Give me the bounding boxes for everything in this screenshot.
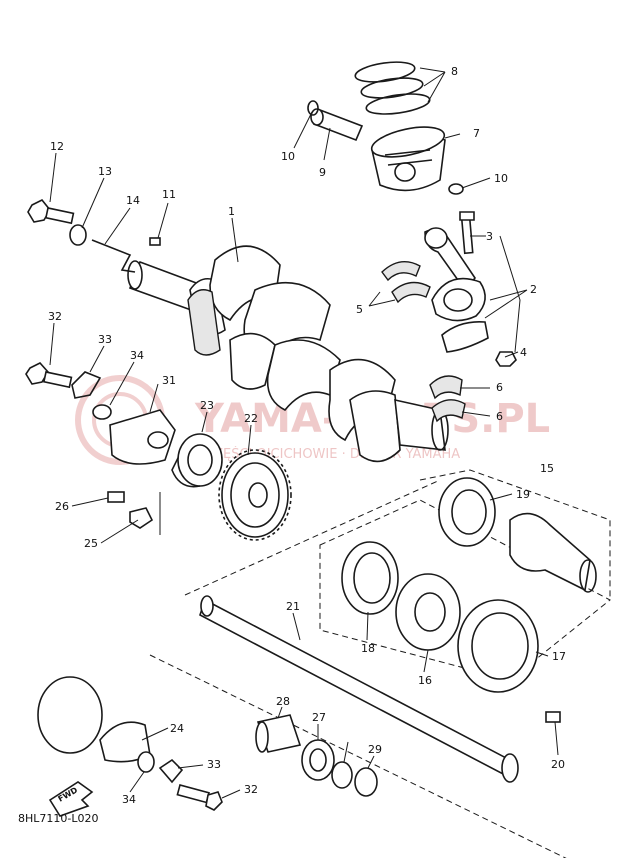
needle-bearing-27 <box>301 739 335 781</box>
assembly-15-outline <box>319 499 611 681</box>
callout-25: 25 <box>84 537 98 550</box>
callouts: 1 2 3 4 5 6 6 7 8 9 10 10 11 12 13 14 15… <box>48 65 566 806</box>
callout-20: 20 <box>551 758 565 771</box>
assembly-15-outline-upper <box>419 469 611 600</box>
callout-2: 2 <box>530 283 537 296</box>
callout-11: 11 <box>162 188 176 201</box>
callout-24: 24 <box>170 722 184 735</box>
callout-15: 15 <box>540 462 554 475</box>
washer-29 <box>354 767 378 797</box>
conrod-bolts <box>459 211 475 255</box>
callout-32-upper: 32 <box>48 310 62 323</box>
main-bearings <box>429 375 466 423</box>
callout-33-upper: 33 <box>98 333 112 346</box>
callout-6-lower: 6 <box>496 410 503 423</box>
crank-timing-gear <box>187 289 221 356</box>
callout-19: 19 <box>516 488 530 501</box>
stopper-bolt <box>107 491 125 503</box>
callout-16: 16 <box>418 674 432 687</box>
bearing-housing <box>457 599 539 693</box>
callout-5: 5 <box>356 303 363 316</box>
piston-pin-clip-left <box>307 100 319 116</box>
piston <box>370 126 446 192</box>
callout-32-lower: 32 <box>244 783 258 796</box>
callout-1: 1 <box>228 205 235 218</box>
callout-8: 8 <box>451 65 458 78</box>
crank-lock-plate <box>91 239 136 273</box>
fwd-arrow: FWD <box>48 781 94 817</box>
crank-key <box>149 237 161 246</box>
balancer-bearing <box>171 433 223 488</box>
callout-12: 12 <box>50 140 64 153</box>
callout-33-lower: 33 <box>207 758 221 771</box>
callout-4: 4 <box>520 346 527 359</box>
callout-28: 28 <box>276 695 290 708</box>
balancer-lock-plate-lower <box>158 758 184 784</box>
shaft-guide-upper <box>184 479 441 596</box>
balancer-washer-lower <box>137 751 155 773</box>
callout-17: 17 <box>552 650 566 663</box>
piston-pin-clip-right <box>448 183 464 195</box>
crank-end-bolt <box>27 198 75 225</box>
collar-28 <box>255 714 302 753</box>
piston-pin <box>310 108 364 142</box>
circlip-30 <box>331 761 353 789</box>
callout-10-right: 10 <box>494 172 508 185</box>
stopper-washer <box>129 507 154 529</box>
piston-rings <box>354 61 431 115</box>
oil-seal <box>341 541 399 615</box>
callout-7: 7 <box>473 127 480 140</box>
callout-34-lower: 34 <box>122 793 136 806</box>
crank-end-washer <box>69 224 87 246</box>
bearing-16 <box>395 573 461 651</box>
balancer-shaft <box>199 595 519 783</box>
driven-gear-24 <box>37 676 151 763</box>
callout-26: 26 <box>55 500 69 513</box>
callout-21: 21 <box>286 600 300 613</box>
bearing-19 <box>438 477 496 547</box>
balancer-bolt-lower <box>176 784 223 811</box>
housing-bolt <box>545 711 561 723</box>
conrod-nut <box>495 351 517 367</box>
callout-10-left: 10 <box>281 150 295 163</box>
callout-22: 22 <box>244 412 258 425</box>
callout-23: 23 <box>200 399 214 412</box>
callout-31: 31 <box>162 374 176 387</box>
crankshaft <box>127 245 449 463</box>
balancer-drive-gear <box>218 449 292 541</box>
diagram-code: 8HL7110-L020 <box>18 812 99 825</box>
callout-9: 9 <box>319 166 326 179</box>
shaft-guide-lower <box>149 654 567 858</box>
connecting-rod <box>424 227 489 353</box>
callout-18: 18 <box>361 642 375 655</box>
callout-6-upper: 6 <box>496 381 503 394</box>
leader-lines <box>49 67 559 799</box>
balancer-bolt-upper <box>25 362 73 389</box>
callout-29: 29 <box>368 743 382 756</box>
callout-13: 13 <box>98 165 112 178</box>
callout-14: 14 <box>126 194 140 207</box>
big-end-bearings <box>381 260 431 304</box>
balancer-weight <box>109 409 176 465</box>
balancer-lock-plate-upper <box>71 371 102 399</box>
callout-3: 3 <box>486 230 493 243</box>
balancer-driven-gear <box>509 512 597 593</box>
balancer-washer-upper <box>92 404 112 420</box>
callout-34-upper: 34 <box>130 349 144 362</box>
callout-27: 27 <box>312 711 326 724</box>
